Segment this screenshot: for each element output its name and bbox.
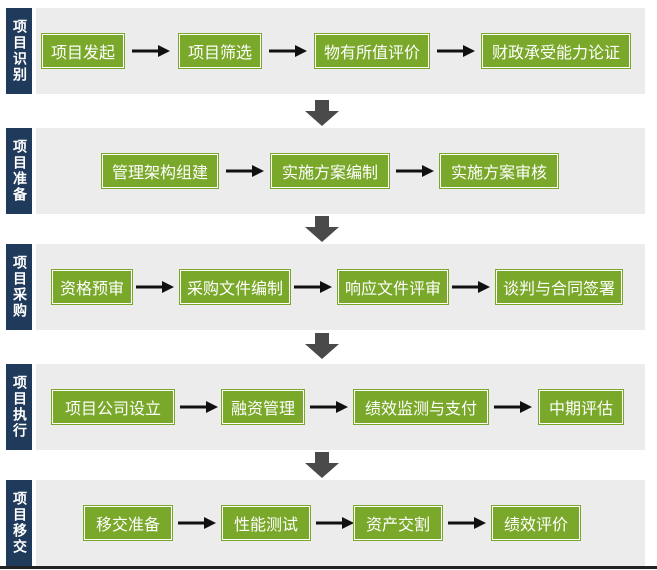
stage-panel: 管理架构组建 实施方案编制 实施方案审核 xyxy=(36,128,645,214)
right-arrow-icon xyxy=(316,517,354,529)
right-arrow-icon xyxy=(494,401,532,413)
right-arrow-icon xyxy=(294,281,332,293)
stage-preparation: 项目准备 管理架构组建 实施方案编制 实施方案审核 xyxy=(0,128,645,214)
step-box: 项目公司设立 xyxy=(52,390,174,424)
right-arrow-icon xyxy=(136,281,174,293)
right-arrow-icon xyxy=(178,517,216,529)
right-arrow-icon xyxy=(310,401,348,413)
step-box: 移交准备 xyxy=(84,506,172,540)
step-box: 项目筛选 xyxy=(179,34,261,68)
step-box: 绩效评价 xyxy=(492,506,580,540)
stage-panel: 资格预审 采购文件编制 响应文件评审 谈判与合同签署 xyxy=(36,244,645,330)
right-arrow-icon xyxy=(437,45,475,57)
stage-label: 项目执行 xyxy=(6,364,32,450)
stage-identification: 项目识别 项目发起 项目筛选 物有所值评价 财政承受能力论证 xyxy=(0,8,645,94)
step-box: 管理架构组建 xyxy=(102,154,218,188)
stage-handover: 项目移交 移交准备 性能测试 资产交割 绩效评价 xyxy=(0,480,645,566)
step-box: 财政承受能力论证 xyxy=(482,34,630,68)
step-box: 谈判与合同签署 xyxy=(496,270,622,304)
right-arrow-icon xyxy=(180,401,218,413)
right-arrow-icon xyxy=(226,165,264,177)
stage-label: 项目准备 xyxy=(6,128,32,214)
step-box: 融资管理 xyxy=(222,390,304,424)
stage-procurement: 项目采购 资格预审 采购文件编制 响应文件评审 谈判与合同签署 xyxy=(0,244,645,330)
stage-label: 项目移交 xyxy=(6,480,32,566)
stage-panel: 移交准备 性能测试 资产交割 绩效评价 xyxy=(36,480,645,566)
step-box: 资产交割 xyxy=(354,506,442,540)
bottom-rule xyxy=(0,566,657,569)
right-arrow-icon xyxy=(448,517,486,529)
step-box: 实施方案审核 xyxy=(440,154,558,188)
down-arrow-icon xyxy=(305,452,339,478)
stage-execution: 项目执行 项目公司设立 融资管理 绩效监测与支付 中期评估 xyxy=(0,364,645,450)
step-box: 中期评估 xyxy=(539,390,623,424)
step-box: 实施方案编制 xyxy=(271,154,389,188)
step-box: 资格预审 xyxy=(52,270,132,304)
stage-panel: 项目发起 项目筛选 物有所值评价 财政承受能力论证 xyxy=(36,8,645,94)
right-arrow-icon xyxy=(132,45,170,57)
down-arrow-icon xyxy=(305,100,339,126)
step-box: 采购文件编制 xyxy=(180,270,290,304)
step-box: 物有所值评价 xyxy=(315,34,429,68)
down-arrow-icon xyxy=(305,216,339,242)
right-arrow-icon xyxy=(452,281,490,293)
right-arrow-icon xyxy=(269,45,307,57)
step-box: 响应文件评审 xyxy=(338,270,448,304)
step-box: 绩效监测与支付 xyxy=(354,390,488,424)
stage-label: 项目识别 xyxy=(6,8,32,94)
right-arrow-icon xyxy=(396,165,434,177)
down-arrow-icon xyxy=(305,333,339,359)
step-box: 性能测试 xyxy=(222,506,310,540)
step-box: 项目发起 xyxy=(42,34,124,68)
stage-label: 项目采购 xyxy=(6,244,32,330)
stage-panel: 项目公司设立 融资管理 绩效监测与支付 中期评估 xyxy=(36,364,645,450)
